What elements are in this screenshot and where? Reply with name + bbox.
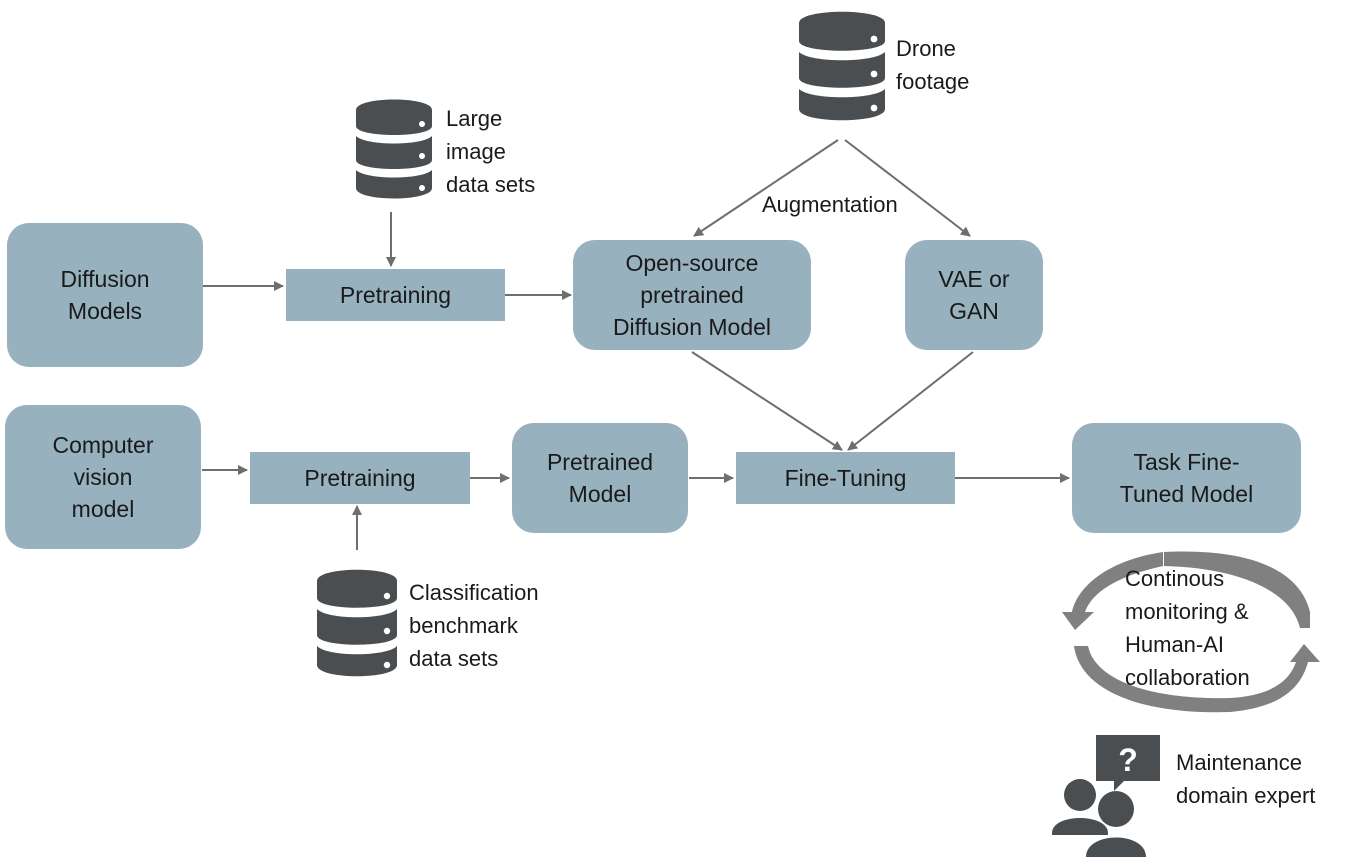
node-pretrained-model: Pretrained Model	[512, 423, 688, 533]
database-icon	[356, 99, 432, 199]
arrow-drone-to-vae	[844, 139, 971, 237]
question-mark: ?	[1118, 742, 1138, 778]
node-open-source-diffusion-model: Open-source pretrained Diffusion Model	[573, 240, 811, 350]
edge-label-augmentation: Augmentation	[762, 192, 898, 217]
node-computer-vision-model: Computer vision model	[5, 405, 201, 549]
node-fine-tuning: Fine-Tuning	[736, 452, 955, 504]
data-source-large-image: Large image data sets	[446, 106, 536, 197]
expert-label: Maintenance domain expert	[1176, 750, 1316, 808]
node-pretraining-top: Pretraining	[286, 269, 505, 321]
monitoring-label: Continous monitoring & Human-AI collabor…	[1125, 566, 1250, 690]
data-source-drone-footage: Drone footage	[896, 36, 970, 94]
database-icon	[799, 11, 885, 121]
arrow-vae-to-finetuning	[847, 351, 974, 451]
database-icon	[317, 569, 397, 677]
data-source-classification: Classification benchmark data sets	[409, 580, 539, 671]
people-question-icon: ?	[1052, 735, 1160, 857]
node-pretraining-bottom: Pretraining	[250, 452, 470, 504]
cycle-arrows-icon	[1062, 551, 1320, 713]
node-vae-gan: VAE or GAN	[905, 240, 1043, 350]
node-diffusion-models: Diffusion Models	[7, 223, 203, 367]
arrow-drone-to-opensource	[693, 139, 839, 237]
arrow-opensource-to-finetuning	[691, 351, 843, 451]
node-task-fine-tuned-model: Task Fine- Tuned Model	[1072, 423, 1301, 533]
